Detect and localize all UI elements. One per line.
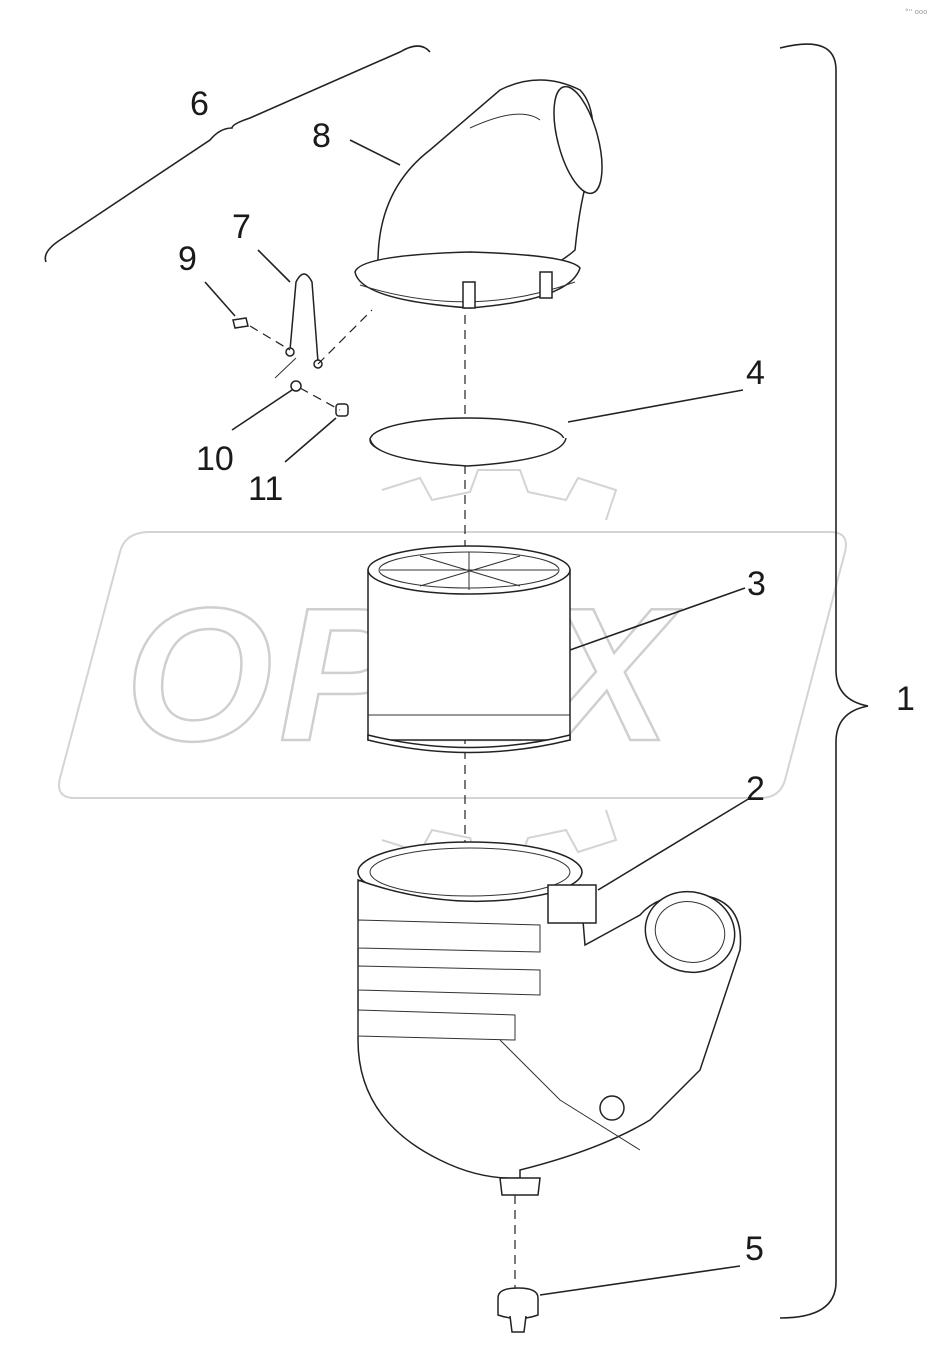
callout-3: 3 xyxy=(747,565,766,603)
filter-lid-part xyxy=(369,417,567,467)
assembly-bracket xyxy=(779,43,869,1319)
callout-labels: 1 2 3 4 5 6 7 8 9 10 11 xyxy=(178,85,915,1268)
elbow-hood-part xyxy=(354,79,603,309)
callout-2: 2 xyxy=(746,770,765,808)
callout-9: 9 xyxy=(178,240,197,278)
corner-note: °'' ooo xyxy=(905,8,927,16)
filter-element-part xyxy=(367,545,571,754)
callout-10: 10 xyxy=(196,440,234,478)
drain-valve-part xyxy=(497,1287,539,1333)
subassembly-bracket xyxy=(44,45,431,263)
callout-11: 11 xyxy=(248,470,283,508)
callout-6: 6 xyxy=(190,85,209,123)
callout-1: 1 xyxy=(896,680,915,718)
callout-7: 7 xyxy=(232,208,251,246)
clamp-hardware xyxy=(232,273,373,417)
callout-8: 8 xyxy=(312,117,331,155)
leader-lines xyxy=(204,139,751,1296)
callout-5: 5 xyxy=(745,1230,764,1268)
callout-4: 4 xyxy=(746,354,765,392)
filter-housing-part xyxy=(357,841,742,1196)
